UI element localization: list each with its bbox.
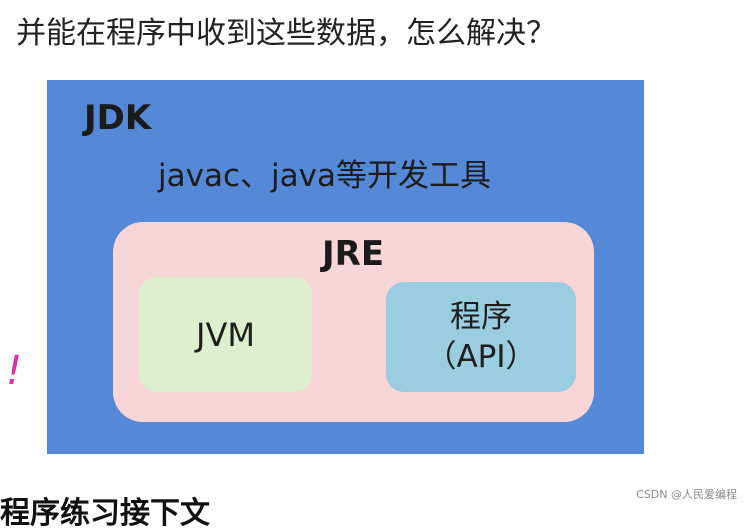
jdk-title: JDK bbox=[84, 98, 152, 138]
jre-box: JRE JVM 程序 （API） bbox=[113, 222, 594, 422]
jdk-box: JDK javac、java等开发工具 JRE JVM 程序 （API） bbox=[47, 80, 644, 454]
api-label: （API） bbox=[425, 339, 537, 375]
question-text: 并能在程序中收到这些数据，怎么解决？ bbox=[16, 16, 556, 51]
jre-title: JRE bbox=[322, 234, 385, 274]
program-label: 程序 bbox=[450, 299, 512, 335]
exclamation-mark: ! bbox=[6, 348, 23, 394]
jdk-tools-label: javac、java等开发工具 bbox=[158, 158, 491, 194]
watermark: CSDN @人民爱编程 bbox=[636, 488, 737, 501]
program-api-box: 程序 （API） bbox=[386, 282, 576, 392]
bottom-heading: 程序练习接下文 bbox=[0, 496, 210, 531]
jvm-label: JVM bbox=[196, 315, 255, 354]
jvm-box: JVM bbox=[139, 277, 312, 392]
